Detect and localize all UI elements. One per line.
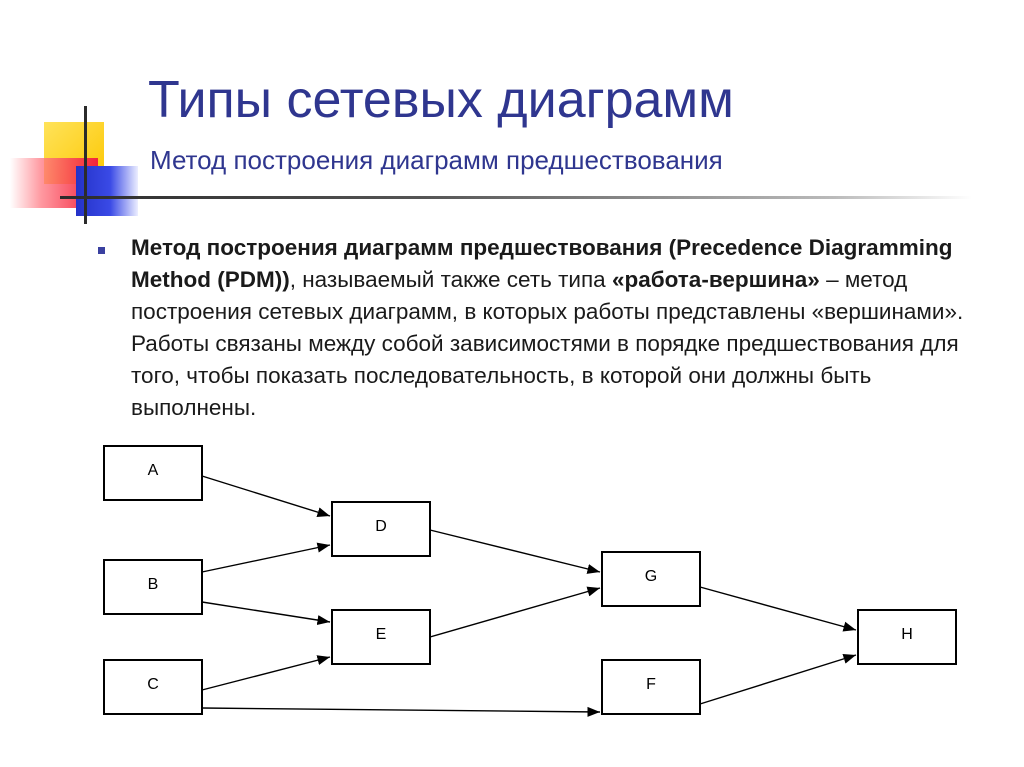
node-label: C [147,676,159,693]
title-underline [60,196,972,199]
node-box [331,501,431,557]
arrow-c-f [201,706,601,717]
node-box [331,609,431,665]
node-h: H [857,609,957,665]
arrow-d-g [429,529,601,574]
node-a: A [103,445,203,501]
slide-subtitle: Метод построения диаграмм предшествовани… [150,145,723,175]
arrow-e-g [429,586,601,638]
node-label: D [375,518,387,535]
node-box [601,551,701,607]
node-box [103,659,203,715]
node-label: F [646,676,656,693]
arrow-b-d [201,542,331,573]
arrow-g-h [699,586,857,632]
body-text-2: – метод построения сетевых диаграмм, в к… [131,267,964,420]
body-text-1: , называемый также сеть типа [289,267,612,292]
node-label: H [901,626,913,643]
bold-term: Метод построения диаграмм предшествовани… [131,235,953,292]
node-c: C [103,659,203,715]
node-label: G [645,568,657,585]
node-label: A [148,462,159,479]
node-box [103,445,203,501]
decor-vertical-line [84,106,87,224]
node-label: B [148,576,159,593]
node-box [601,659,701,715]
bullet-square-icon [98,247,105,254]
node-d: D [331,501,431,557]
node-box [103,559,203,615]
arrow-c-e [201,655,331,691]
bold-term-2: «работа-вершина» [611,267,820,292]
node-box [857,609,957,665]
slide-title: Типы сетевых диаграмм [148,71,734,129]
node-f: F [601,659,701,715]
arrow-f-h [699,653,857,705]
node-g: G [601,551,701,607]
arrow-a-d [201,475,331,518]
bullet-paragraph: Метод построения диаграмм предшествовани… [131,232,981,424]
arrow-b-e [201,601,331,626]
node-label: E [376,626,387,643]
node-e: E [331,609,431,665]
node-b: B [103,559,203,615]
